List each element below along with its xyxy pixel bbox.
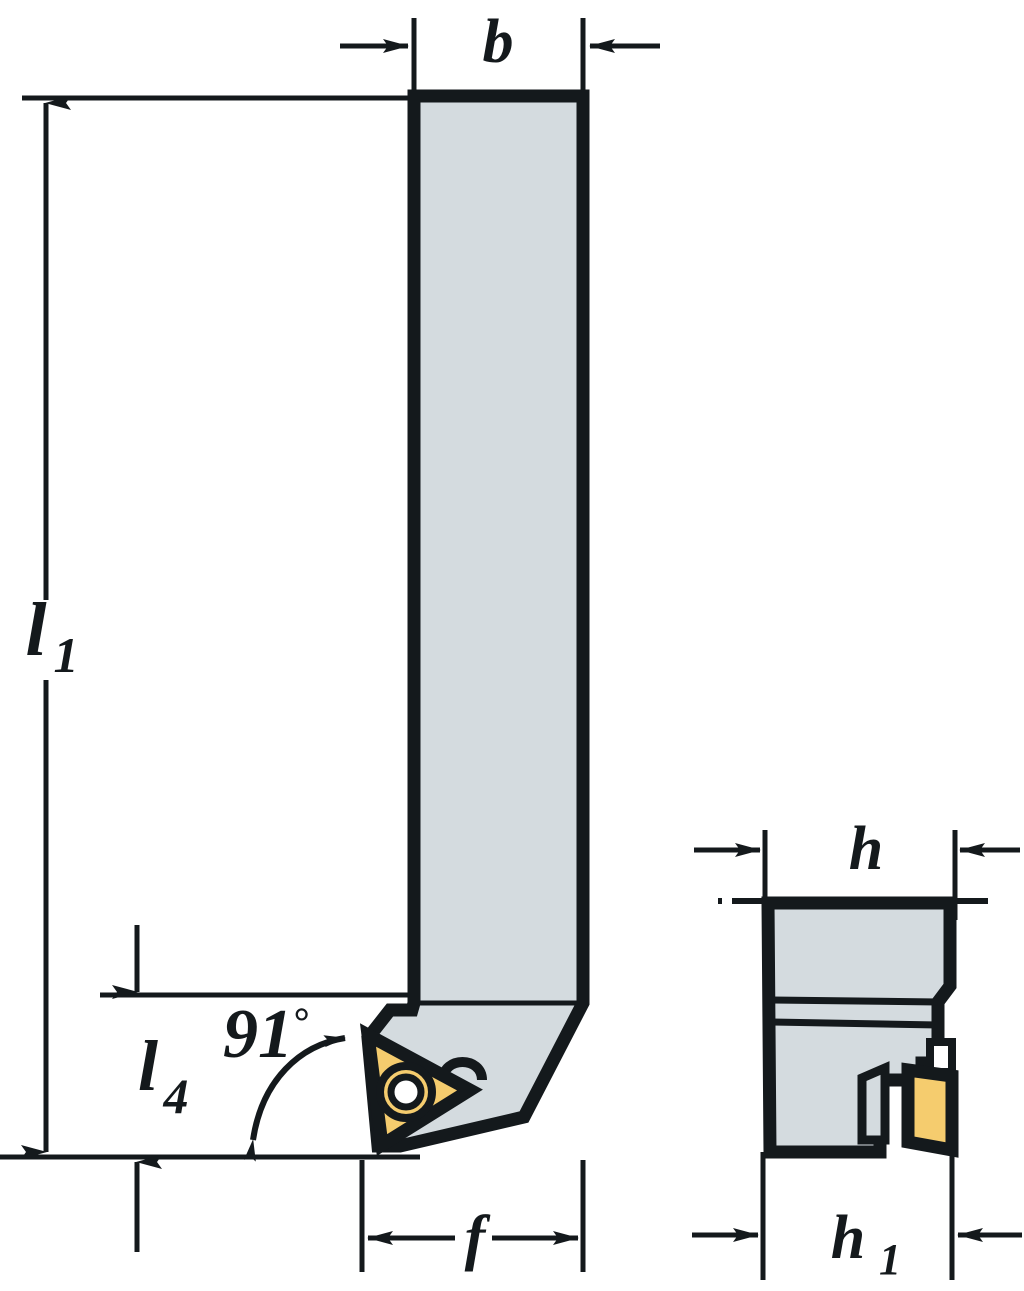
- dimension-label-h1: h 1: [831, 1204, 901, 1284]
- tool-holder-body: [361, 89, 590, 1153]
- label-l4-main: l: [138, 1026, 158, 1106]
- insert-seat-side: [857, 1061, 890, 1145]
- dimension-label-l4: l 4: [138, 1026, 189, 1124]
- label-l1-sub: 1: [54, 627, 79, 683]
- dimension-f: f: [359, 1160, 586, 1272]
- dimension-label-l1: l 1: [25, 588, 78, 683]
- angle-degree-symbol: °: [292, 999, 308, 1044]
- label-l4-sub: 4: [163, 1068, 189, 1124]
- label-h1-main: h: [831, 1204, 865, 1272]
- label-l1-main: l: [25, 588, 46, 672]
- side-split-line-lower: [771, 1018, 939, 1029]
- dimension-l4: l 4: [112, 925, 189, 1252]
- dimension-label-f: f: [465, 1204, 491, 1272]
- label-h1-sub: 1: [879, 1235, 901, 1284]
- tool-holder-body-side: [761, 896, 957, 1159]
- side-split-line-upper: [771, 996, 939, 1006]
- cutting-insert-side: [901, 1062, 959, 1158]
- dimension-l1: l 1: [21, 96, 79, 1159]
- angle-value-label: 91: [223, 996, 293, 1073]
- dimension-b: b: [340, 8, 660, 100]
- insert-screw-hole: [387, 1073, 425, 1111]
- dimension-h1: h 1: [692, 1150, 1022, 1284]
- insert-screw-ring-outer: [376, 1062, 436, 1122]
- angle-arc: [243, 1035, 346, 1162]
- dimension-label-b: b: [483, 8, 514, 76]
- dimension-label-h: h: [849, 815, 883, 883]
- angle-dimension-91: 91 °: [223, 996, 346, 1162]
